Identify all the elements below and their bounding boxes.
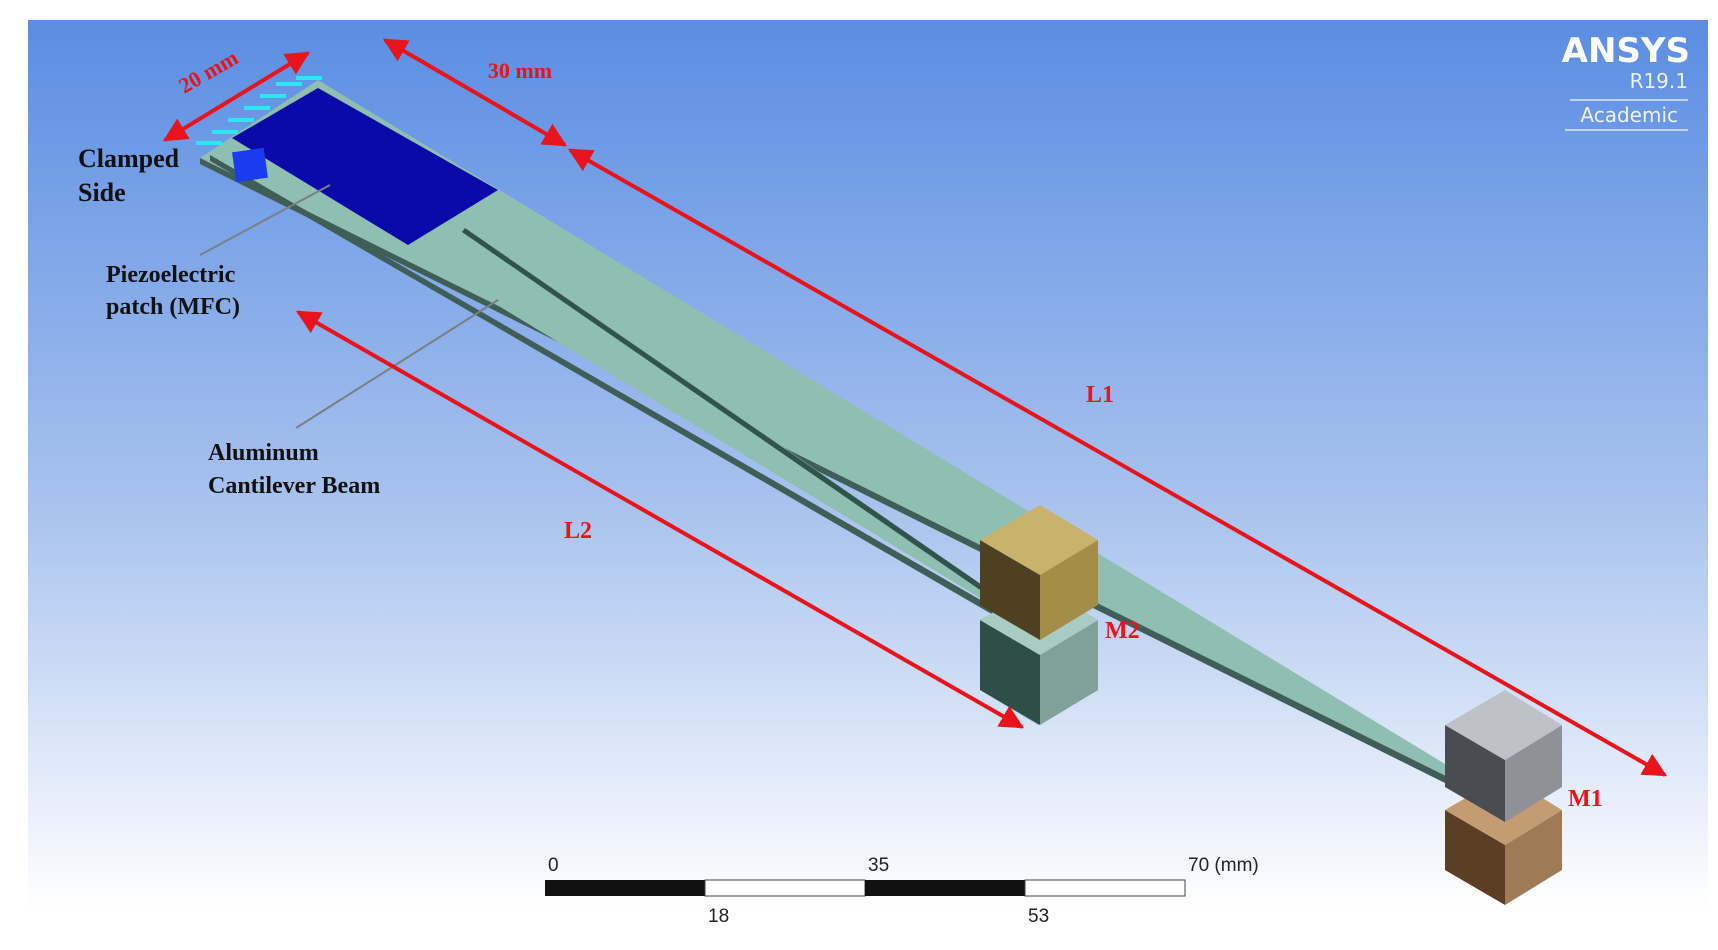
scale-tick-35: 35 bbox=[868, 855, 889, 876]
dim-label-l1: L1 bbox=[1086, 382, 1114, 408]
beam-label-2: Cantilever Beam bbox=[208, 473, 380, 499]
logo-license: Academic bbox=[1580, 103, 1678, 127]
dimension-arrows bbox=[162, 38, 1668, 777]
piezo-label-2: patch (MFC) bbox=[106, 294, 240, 320]
scale-tick-0: 0 bbox=[548, 855, 559, 876]
mass-label-m2: M2 bbox=[1105, 618, 1140, 644]
scale-bar: 0 35 70 (mm) 18 53 bbox=[545, 855, 1259, 927]
mass-label-m1: M1 bbox=[1568, 786, 1603, 812]
clamp-block bbox=[232, 147, 268, 183]
logo-name: ANSYS bbox=[1562, 31, 1690, 71]
scale-tick-18: 18 bbox=[708, 906, 729, 927]
dim-label-30mm: 30 mm bbox=[488, 58, 552, 83]
dim-arrow-30mm bbox=[382, 38, 568, 147]
beam-label-1: Aluminum bbox=[208, 440, 319, 466]
clamped-side-label-1: Clamped bbox=[78, 144, 180, 173]
dim-label-l2: L2 bbox=[564, 518, 592, 544]
ansys-logo: ANSYS R19.1 Academic bbox=[1562, 31, 1690, 131]
piezo-label-1: Piezoelectric bbox=[106, 262, 236, 288]
logo-version: R19.1 bbox=[1630, 69, 1688, 93]
scale-tick-53: 53 bbox=[1028, 906, 1049, 927]
dim-arrow-l1 bbox=[567, 148, 1668, 777]
scale-tick-70: 70 (mm) bbox=[1188, 855, 1259, 876]
mass-m2 bbox=[980, 505, 1098, 725]
clamped-side-label-2: Side bbox=[78, 178, 126, 207]
dim-arrow-20mm bbox=[162, 51, 311, 142]
dim-arrow-l2 bbox=[295, 310, 1025, 729]
